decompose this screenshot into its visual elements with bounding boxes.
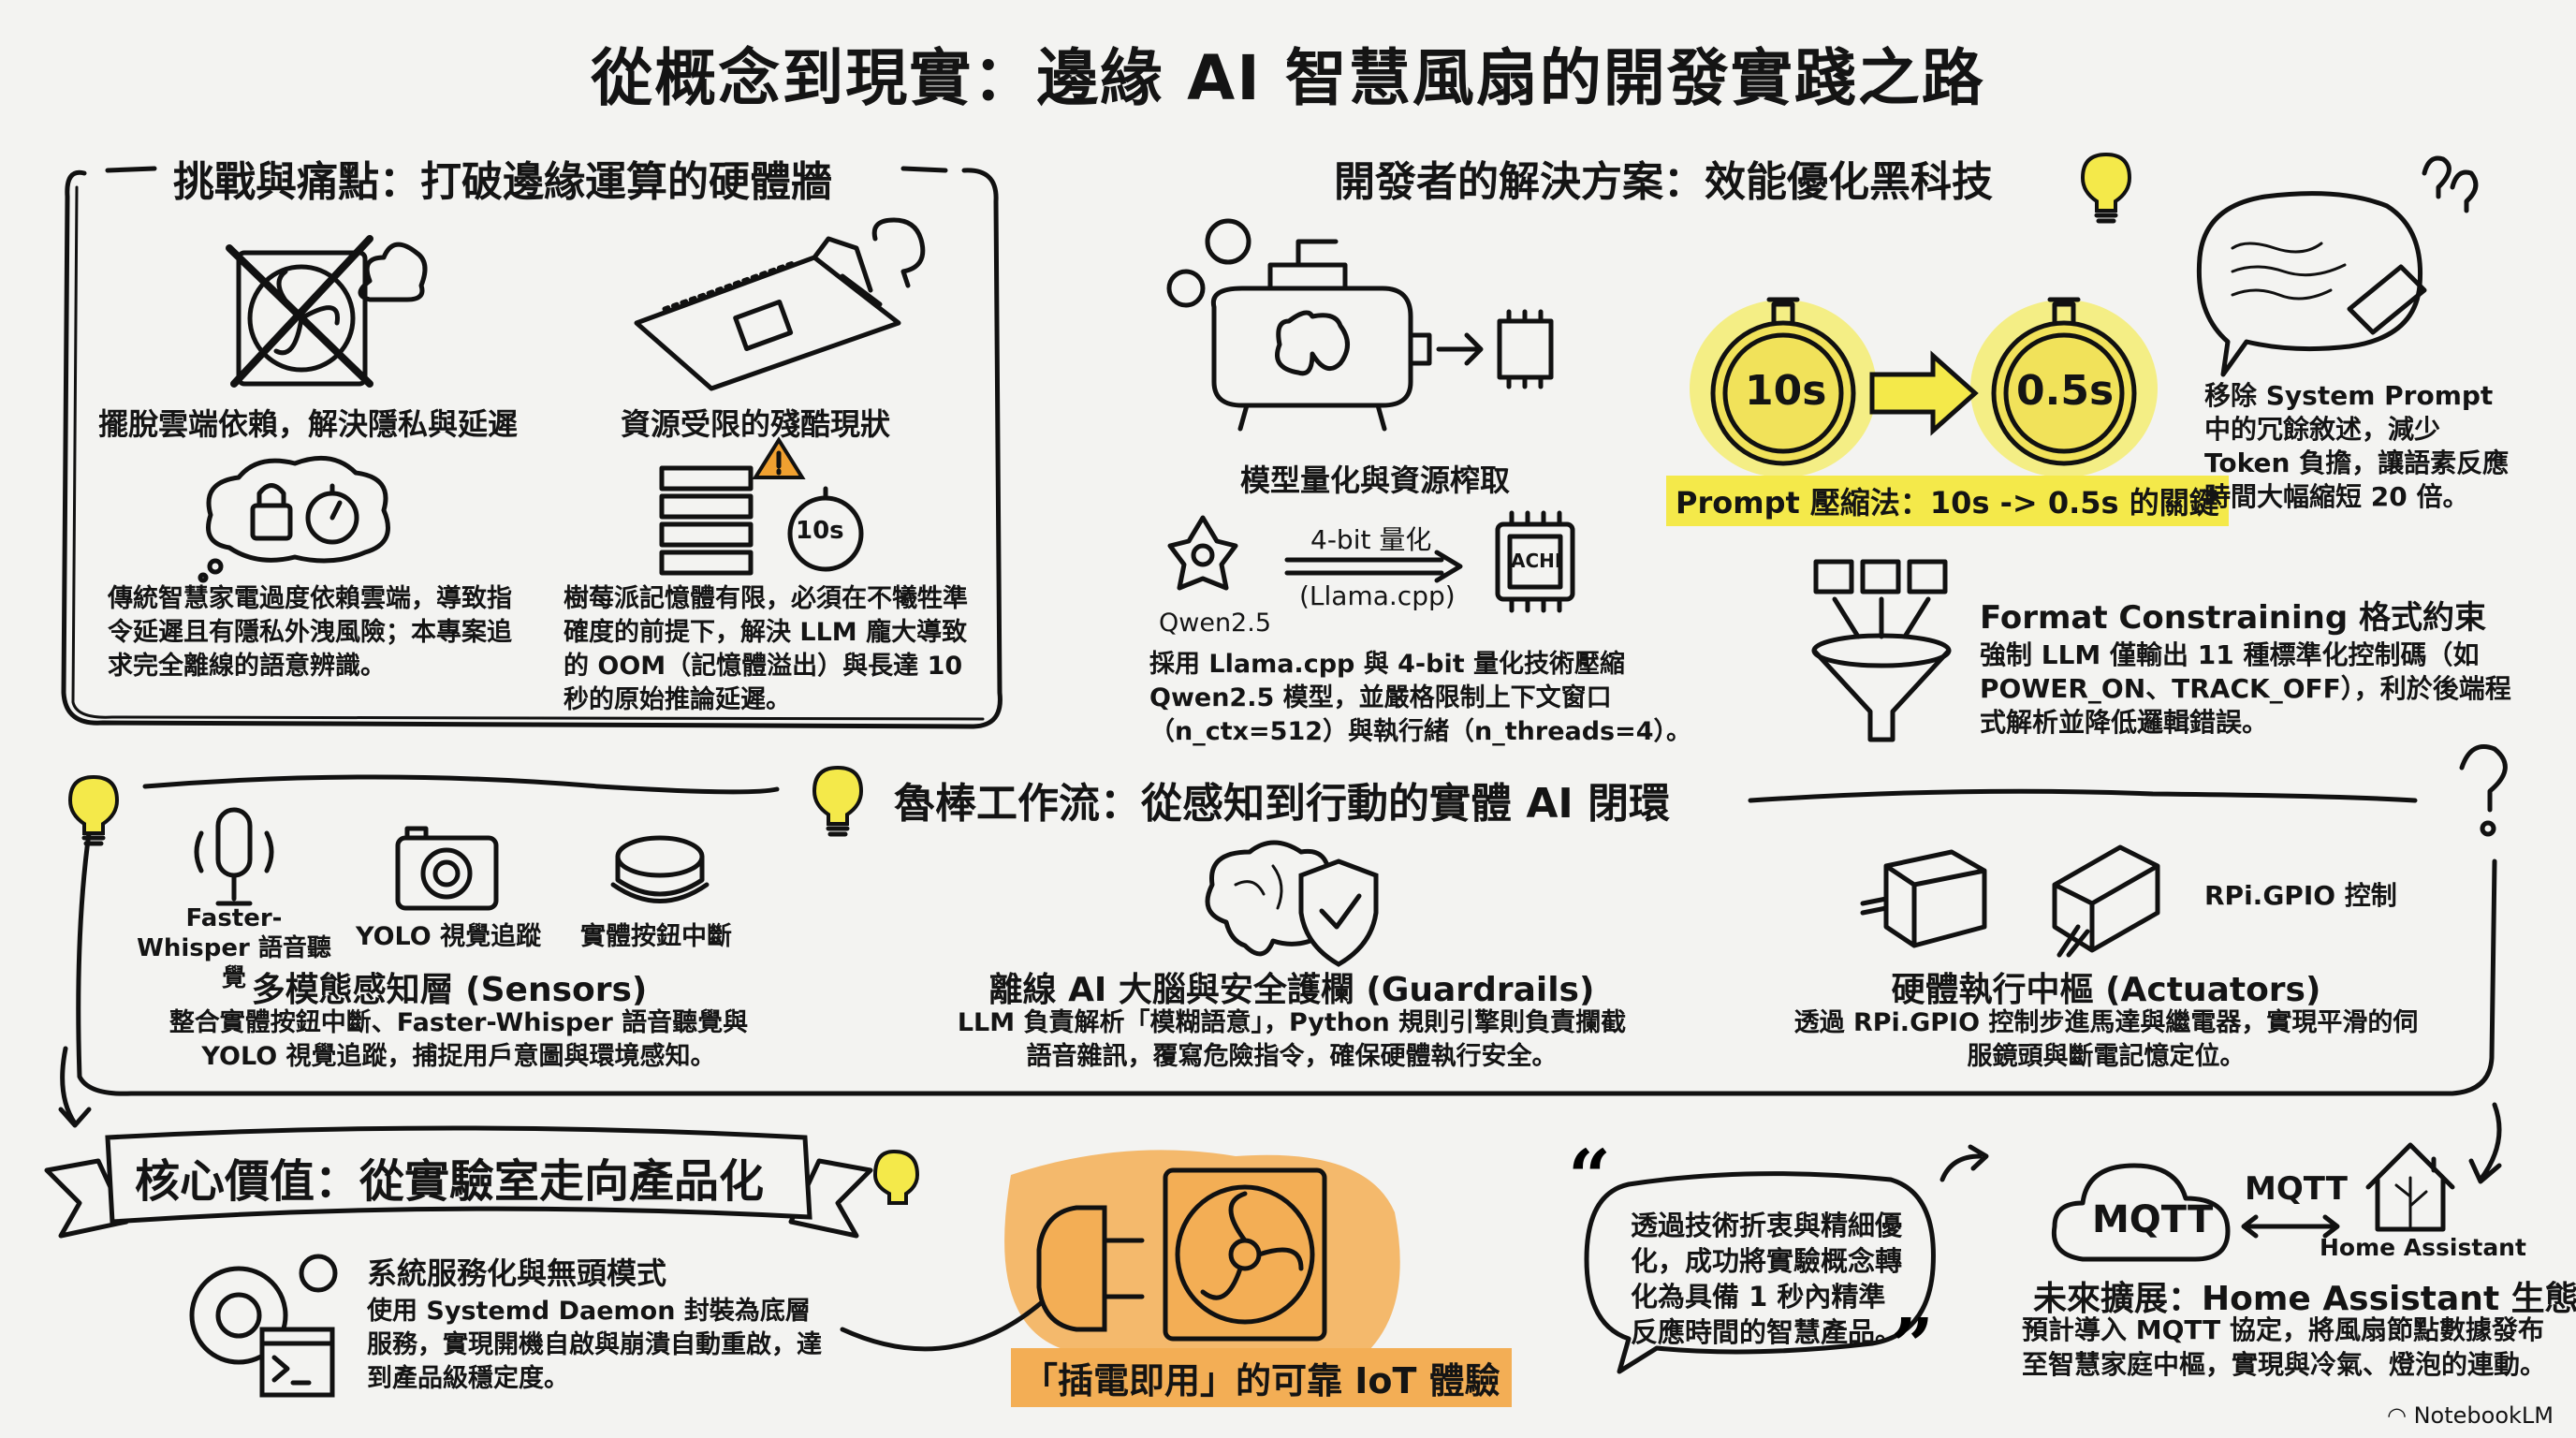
service-text: 使用 Systemd Daemon 封裝為底層服務，實現開機自啟與崩潰自動重啟，… [367, 1297, 822, 1393]
sensor-input-yolo: YOLO 視覺追蹤 [356, 922, 542, 951]
svg-text:”: ” [1891, 1301, 1934, 1389]
mqtt-cloud-icon [2051, 1163, 2231, 1262]
challenge-label-cloud: 擺脫雲端依賴，解決隱私與延遲 [98, 406, 519, 442]
challenge-detail-cloud: 傳統智慧家電過度依賴雲端，導致指令延遲且有隱私外洩風險；本專案追求完全離線的語意… [108, 584, 512, 681]
compressor-icon [1166, 218, 1554, 432]
home-assistant-icon [2365, 1142, 2455, 1232]
sensor-input-button: 實體按鈕中斷 [580, 922, 732, 951]
banner-ribbon [44, 1125, 873, 1239]
solutions-heading: 開發者的解決方案：效能優化黑科技 [1334, 158, 1993, 206]
qwen-logo-icon [1167, 515, 1238, 591]
chip-icon [1495, 510, 1575, 613]
curved-arrow-icon [1939, 1144, 1989, 1182]
challenge-detail-resources: 樹莓派記憶體有限，必須在不犧牲準確度的前提下，解決 LLM 龐大導致的 OOM（… [564, 584, 968, 714]
prompt-compression-text: 移除 System Prompt 中的冗餘敘述，減少 Token 負擔，讓語素反… [2204, 380, 2510, 512]
format-constraining-text: 強制 LLM 僅輸出 11 種標準化控制碼（如 POWER_ON、TRACK_O… [1980, 639, 2511, 738]
svg-text:“: “ [1568, 1133, 1611, 1221]
stopwatch-compare-icon [1690, 297, 2158, 477]
gear-terminal-icon [189, 1254, 338, 1398]
speech-bubble-eraser-icon [2196, 155, 2479, 377]
lock-stopwatch-cloud-icon [198, 455, 390, 583]
guardrails-title: 離線 AI 大腦與安全護欄 (Guardrails) [988, 971, 1595, 1009]
mqtt-link-label: MQTT [2245, 1170, 2348, 1208]
quote-text: 透過技術折衷與精細優化，成功將實驗概念轉化為具備 1 秒內精準反應時間的智慧產品… [1631, 1210, 1903, 1348]
guardrails-text: LLM 負責解析「模糊語意」，Python 規則引擎則負責攔截語音雜訊，覆寫危險… [957, 1008, 1627, 1071]
home-assistant-label: Home Assistant [2320, 1234, 2526, 1261]
future-text: 預計導入 MQTT 協定，將風扇節點數據發布至智慧家庭中樞，實現與冷氣、燈泡的連… [2022, 1314, 2547, 1380]
qwen-model-label: Qwen2.5 [1159, 609, 1271, 638]
lightbulb-icon [67, 774, 120, 846]
service-title: 系統服務化與無頭模式 [367, 1255, 667, 1291]
lightbulb-icon [812, 765, 864, 837]
notebooklm-brand: ◠ NotebookLM [2387, 1402, 2554, 1429]
actuators-text: 透過 RPi.GPIO 控制步進馬達與繼電器，實現平滑的伺服鏡頭與斷電記憶定位。 [1793, 1008, 2419, 1071]
mqtt-cloud-label: MQTT [2092, 1198, 2214, 1241]
gpio-control-label: RPi.GPIO 控制 [2204, 880, 2397, 911]
stopwatch-after-label: 0.5s [2016, 367, 2115, 415]
funnel-icon [1811, 559, 1952, 742]
sensor-input-whisper: Faster-Whisper 語音聽覺 [137, 904, 331, 992]
page-title: 從概念到現實：邊緣 AI 智慧風扇的開發實踐之路 [591, 42, 1985, 114]
workflow-heading: 魯棒工作流：從感知到行動的實體 AI 閉環 [894, 780, 1671, 828]
sensors-title: 多模態感知層 (Sensors) [251, 971, 648, 1009]
actuators-title: 硬體執行中樞 (Actuators) [1891, 971, 2321, 1009]
future-title: 未來擴展：Home Assistant 生態 [2033, 1280, 2576, 1318]
crossed-fan-cloud-icon [226, 235, 428, 388]
plug-and-play-label: 「插電即用」的可靠 IoT 體驗 [1011, 1348, 1512, 1407]
brain-shield-icon [1205, 840, 1379, 967]
stopwatch-before-label: 10s [1745, 367, 1827, 415]
quantization-label: 模型量化與資源榨取 [1240, 462, 1511, 498]
notebooklm-brand-text: NotebookLM [2413, 1402, 2554, 1429]
challenges-heading: 挑戰與痛點：打破邊緣運算的硬體牆 [173, 158, 832, 206]
raspberry-pi-brain-icon [634, 217, 926, 391]
camera-icon [395, 826, 499, 911]
quantization-arrow-top-label: 4-bit 量化 [1310, 524, 1432, 555]
sensors-text: 整合實體按鈕中斷、Faster-Whisper 語音聽覺與 YOLO 視覺追蹤，… [168, 1008, 749, 1071]
microphone-icon [194, 807, 274, 906]
prompt-compression-label: Prompt 壓縮法：10s -> 0.5s 的關鍵 [1666, 476, 2229, 526]
memory-warning-stopwatch-icon [659, 436, 864, 576]
chip-label: ACHI [1511, 550, 1562, 572]
quantization-text: 採用 Llama.cpp 與 4-bit 量化技術壓縮 Qwen2.5 模型，並… [1149, 650, 1692, 746]
challenge-label-resources: 資源受限的殘酷現狀 [621, 406, 891, 442]
quote-bubble: “ ” [1568, 1133, 1936, 1389]
physical-button-icon [610, 835, 710, 903]
core-value-banner: 核心價值：從實驗室走向產品化 [134, 1155, 764, 1208]
quantization-arrow-icon [1284, 550, 1463, 583]
quantization-arrow-bottom-label: (Llama.cpp) [1299, 580, 1456, 611]
relay-icon [2052, 844, 2160, 958]
plug-fan-icon [840, 1149, 1400, 1362]
stepper-motor-icon [1860, 849, 1987, 948]
notebooklm-logo-icon: ◠ [2387, 1402, 2407, 1429]
bidirectional-arrow-icon [2241, 1214, 2340, 1239]
timer-10s-label: 10s [796, 517, 844, 545]
format-constraining-title: Format Constraining 格式約束 [1980, 599, 2487, 637]
lightbulb-icon [2080, 152, 2132, 224]
